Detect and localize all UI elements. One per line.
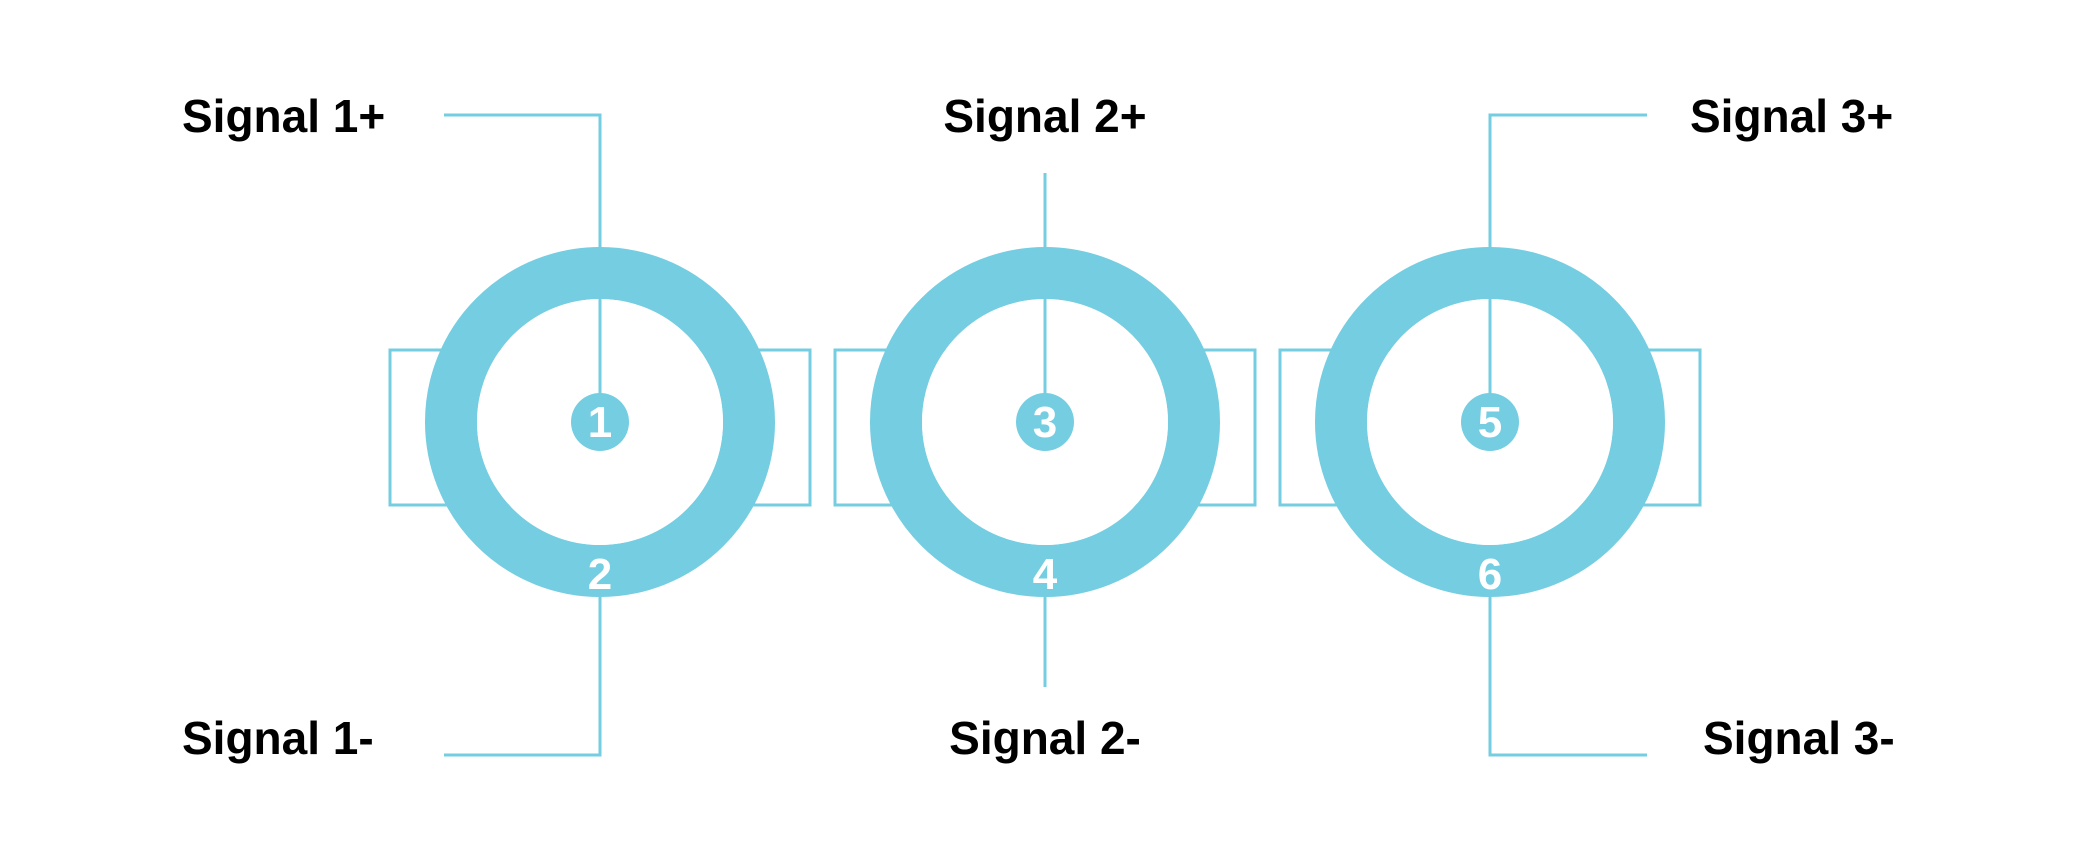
connector-3: 5 6 Signal 3+ Signal 3- — [1278, 90, 1895, 764]
leader-line-bottom — [1488, 596, 1647, 757]
pin-number-top: 5 — [1478, 398, 1502, 447]
signal-label-top: Signal 3+ — [1690, 90, 1893, 142]
pin-number-bottom: 4 — [1033, 550, 1058, 599]
pin-number-bottom: 2 — [588, 550, 612, 599]
pin-number-bottom: 6 — [1478, 550, 1502, 599]
leader-line-top — [444, 113, 602, 395]
signal-label-top: Signal 1+ — [182, 90, 385, 142]
connector-1: 1 2 Signal 1+ Signal 1- — [182, 90, 812, 764]
center-pin — [571, 393, 629, 451]
center-pin — [1461, 393, 1519, 451]
leader-line-bottom — [444, 596, 602, 757]
pin-number-top: 1 — [588, 398, 612, 447]
signal-label-top: Signal 2+ — [943, 90, 1146, 142]
signal-label-bottom: Signal 1- — [182, 712, 374, 764]
leader-line-top — [1488, 113, 1647, 395]
pin-number-top: 3 — [1033, 398, 1057, 447]
signal-label-bottom: Signal 2- — [949, 712, 1141, 764]
center-pin — [1016, 393, 1074, 451]
signal-label-bottom: Signal 3- — [1703, 712, 1895, 764]
connector-2: 3 4 Signal 2+ Signal 2- — [833, 90, 1257, 764]
